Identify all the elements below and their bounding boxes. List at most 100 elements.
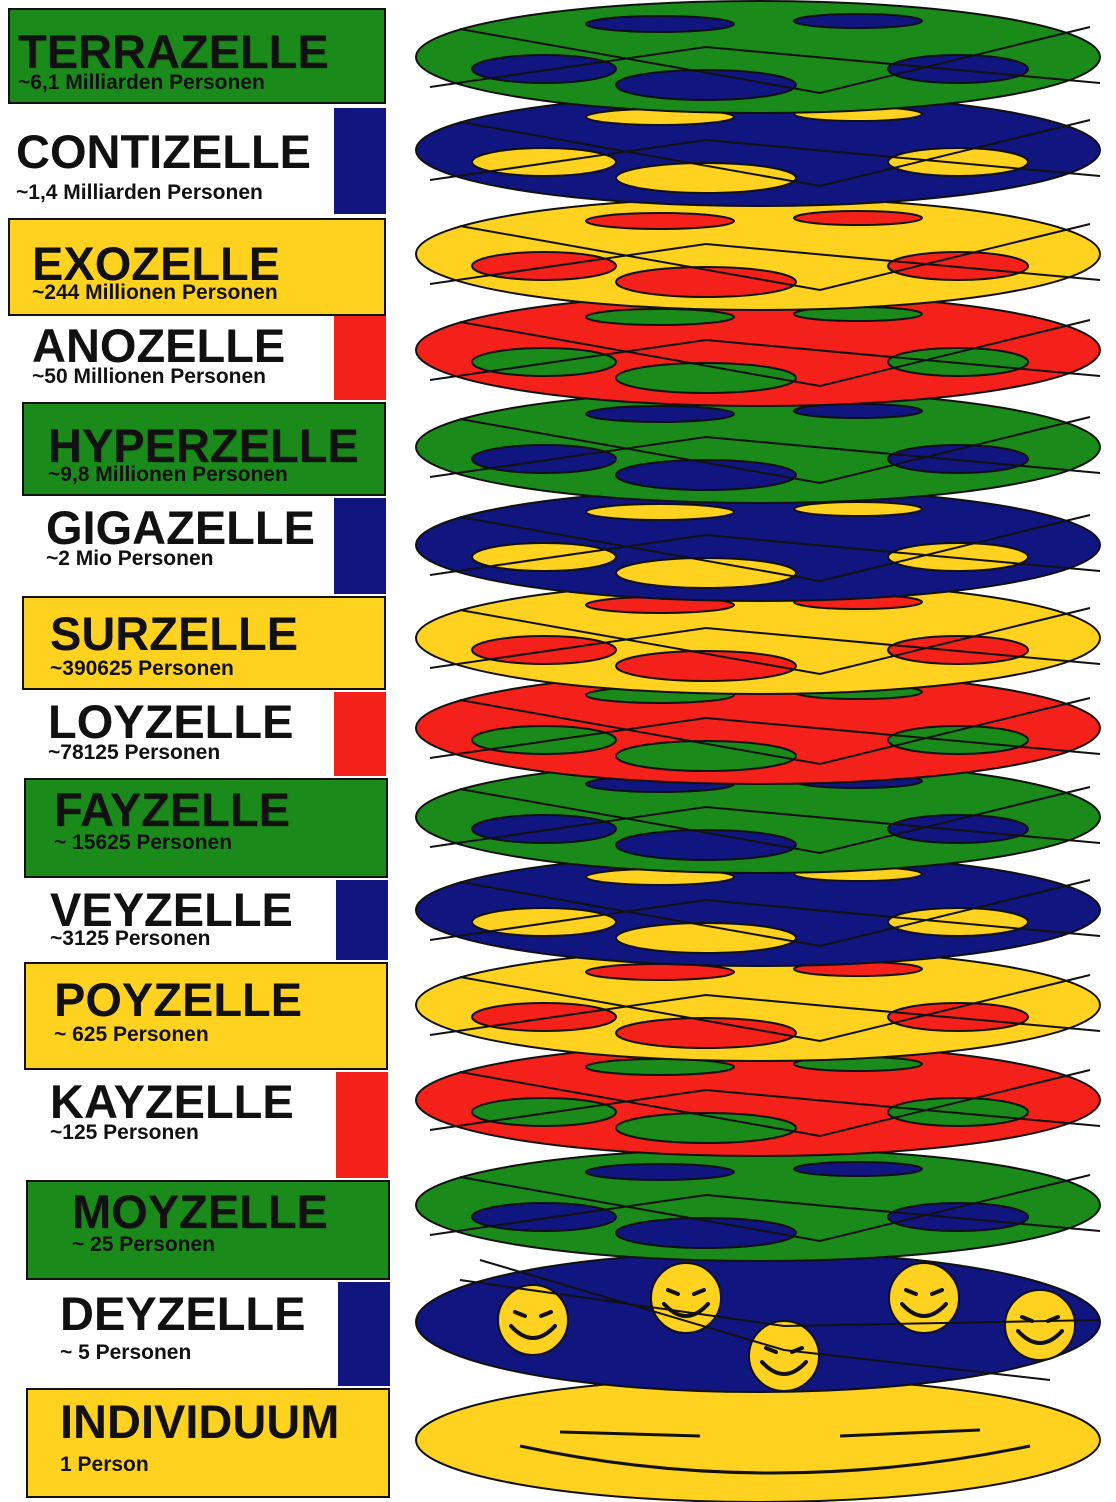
level-name: TERRAZELLE [18,28,329,75]
level-population: ~3125 Personen [50,928,211,950]
inner-cell [616,558,796,588]
inner-cell [472,543,616,571]
level-moyzelle: MOYZELLE~ 25 Personen [26,1180,390,1280]
level-color-bar [334,316,386,400]
level-name: CONTIZELLE [16,128,311,175]
level-surzelle: SURZELLE~390625 Personen [22,596,386,690]
inner-cell [616,923,796,953]
level-population: ~ 5 Personen [60,1342,191,1364]
level-contizelle: CONTIZELLE ~1,4 Milliarden Personen [8,108,386,214]
level-name: KAYZELLE [50,1078,294,1125]
level-color-bar [338,1282,390,1386]
inner-cell [586,309,734,325]
level-population: ~ 15625 Personen [54,832,232,854]
cell-disk [416,1149,1100,1261]
inner-cell [472,252,616,280]
inner-cell [472,1203,616,1231]
inner-cell [616,460,796,490]
level-population: ~125 Personen [50,1122,199,1144]
inner-cell [472,726,616,754]
inner-cell [472,445,616,473]
inner-cell [616,830,796,860]
level-population: ~ 25 Personen [72,1234,215,1256]
level-population: ~ 625 Personen [54,1024,209,1046]
level-terrazelle: TERRAZELLE~6,1 Milliarden Personen [8,8,386,104]
level-name: HYPERZELLE [48,422,359,469]
cell-disk [416,1252,1100,1392]
inner-cell [472,148,616,176]
level-population: ~78125 Personen [48,742,220,764]
level-anozelle: ANOZELLE~50 Millionen Personen [8,316,386,400]
inner-cell [472,815,616,843]
inner-cell [586,213,734,229]
level-gigazelle: GIGAZELLE~2 Mio Personen [22,498,386,594]
inner-cell [616,363,796,393]
level-veyzelle: VEYZELLE~3125 Personen [24,880,388,960]
level-individuum: INDIVIDUUM 1 Person [26,1388,390,1498]
cell-disk [416,1378,1100,1502]
inner-cell [472,908,616,936]
inner-cell [616,1018,796,1048]
inner-cell [472,636,616,664]
level-name: DEYZELLE [60,1290,305,1337]
level-name: FAYZELLE [54,786,290,833]
inner-cell [472,55,616,83]
inner-cell [794,14,922,28]
inner-cell [586,504,734,520]
inner-cell [616,1113,796,1143]
level-name: INDIVIDUUM [60,1398,339,1445]
level-name: ANOZELLE [32,322,285,369]
inner-cell [616,741,796,771]
inner-cell [472,348,616,376]
inner-cell [472,1003,616,1031]
inner-cell [616,1218,796,1248]
level-name: POYZELLE [54,976,302,1023]
level-name: EXOZELLE [32,240,280,287]
level-color-bar [334,498,386,594]
inner-cell [616,70,796,100]
smiley-face-icon [498,1285,568,1355]
inner-cell [616,267,796,297]
level-population: ~1,4 Milliarden Personen [16,182,263,204]
cell-stack-diagram [400,0,1116,1502]
level-name: VEYZELLE [50,886,293,933]
level-color-bar [336,880,388,960]
level-population: ~244 Millionen Personen [32,282,278,304]
cell-disk [416,391,1100,503]
inner-cell [586,1164,734,1180]
inner-cell [472,1098,616,1126]
level-name: LOYZELLE [48,698,293,745]
cell-disk [416,489,1100,601]
inner-cell [586,16,734,32]
smiley-face-icon [651,1263,721,1333]
cell-disk [416,198,1100,310]
level-poyzelle: POYZELLE~ 625 Personen [24,962,388,1070]
smiley-face-icon [1005,1290,1075,1360]
level-color-bar [334,692,386,776]
level-color-bar [336,1072,388,1178]
level-population: ~9,8 Millionen Personen [48,464,288,486]
inner-cell [586,406,734,422]
level-color-bar [334,108,386,214]
inner-cell [794,1162,922,1176]
smiley-face-icon [749,1321,819,1391]
inner-cell [616,651,796,681]
inner-cell [794,502,922,516]
inner-cell [616,163,796,193]
level-loyzelle: LOYZELLE~78125 Personen [22,692,386,776]
level-name: MOYZELLE [72,1188,328,1235]
level-exozelle: EXOZELLE~244 Millionen Personen [8,218,386,316]
level-name: GIGAZELLE [46,504,315,551]
level-population: ~6,1 Milliarden Personen [18,72,265,94]
level-population: 1 Person [60,1454,149,1476]
level-hyperzelle: HYPERZELLE~9,8 Millionen Personen [22,402,386,496]
inner-cell [794,211,922,225]
disk-ellipse [416,1378,1100,1502]
level-kayzelle: KAYZELLE~125 Personen [24,1072,388,1178]
level-population: ~50 Millionen Personen [32,366,266,388]
level-deyzelle: DEYZELLE ~ 5 Personen [26,1282,390,1386]
level-fayzelle: FAYZELLE~ 15625 Personen [24,778,388,878]
level-name: SURZELLE [50,610,298,657]
level-population: ~390625 Personen [50,658,234,680]
